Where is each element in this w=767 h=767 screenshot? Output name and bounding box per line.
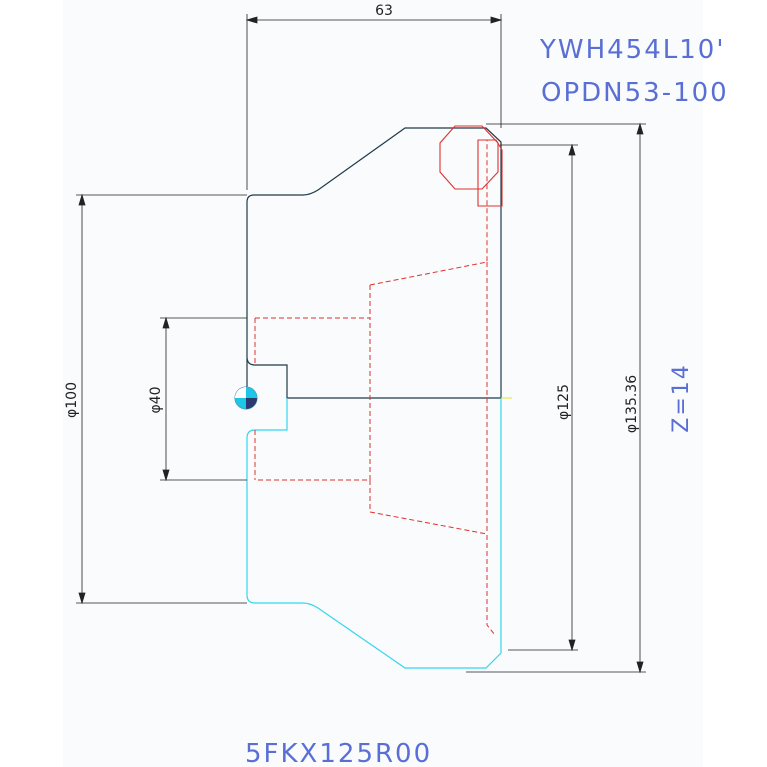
lower-profile (246, 398, 502, 669)
hidden-lines (254, 140, 496, 636)
dim-width-63 (245, 14, 503, 190)
tooth-profile (439, 125, 503, 207)
center-symbol (234, 386, 258, 410)
dim-dia-125-label: φ125 (556, 384, 572, 420)
teeth-count: Z=14 (669, 363, 694, 433)
dim-dia-135-label: φ135.36 (624, 375, 640, 433)
dim-dia-125 (500, 143, 578, 652)
code-line-2: OPDN53-100 (541, 78, 729, 108)
dim-dia-40 (160, 316, 247, 482)
code-line-1: YWH454L10' (539, 35, 725, 65)
bottom-code: 5FKX125R00 (245, 739, 432, 767)
dim-dia-135 (466, 122, 646, 674)
drawing-sheet (63, 0, 703, 767)
upper-profile (246, 127, 502, 400)
dim-dia-100-label: φ100 (64, 382, 80, 418)
dim-width-63-label: 63 (375, 3, 393, 19)
dim-dia-40-label: φ40 (148, 386, 164, 413)
dim-dia-100 (76, 193, 247, 605)
